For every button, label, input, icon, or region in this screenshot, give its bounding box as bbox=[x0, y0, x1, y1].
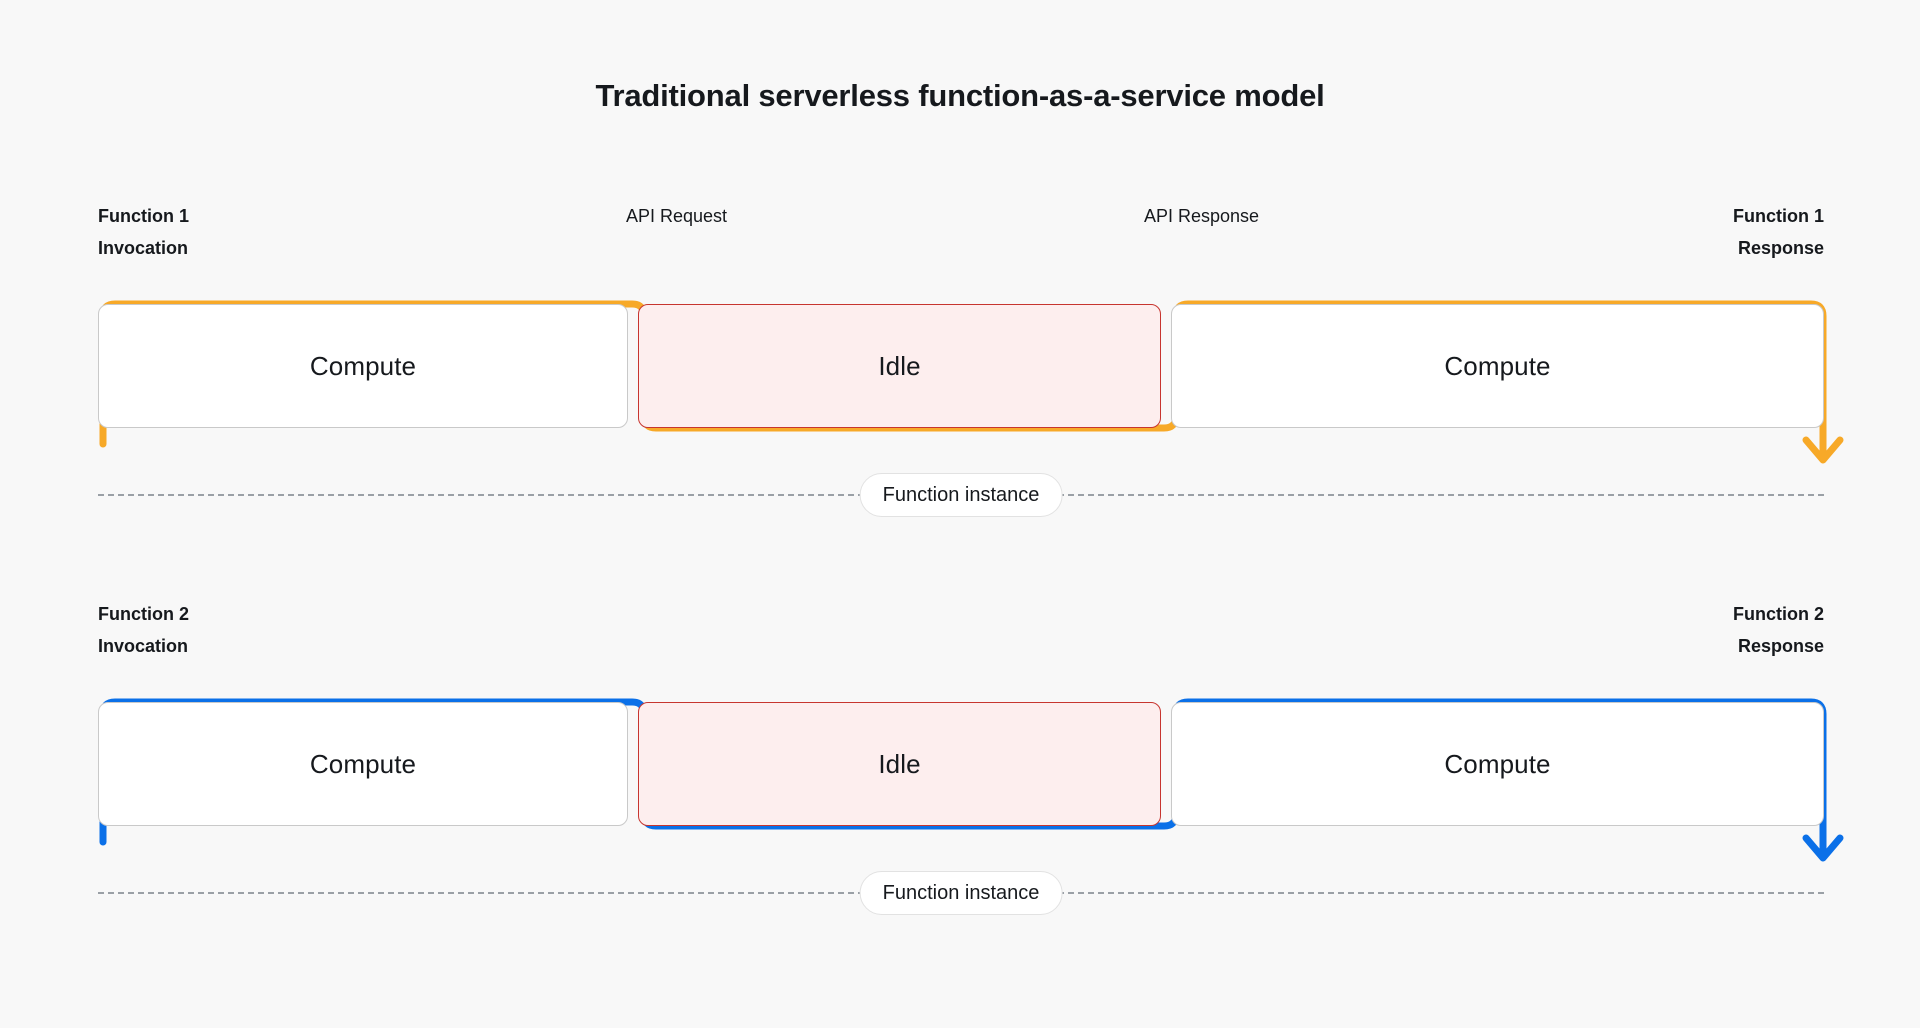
function-1-label-row: Function 1 Invocation API Request API Re… bbox=[98, 200, 1824, 258]
function-2-response-label: Function 2 Response bbox=[1733, 604, 1824, 656]
function-2-track: Compute Idle Compute bbox=[98, 698, 1844, 872]
function-2-segments: Compute Idle Compute bbox=[98, 702, 1824, 826]
function-1-compute-segment-1: Compute bbox=[98, 304, 628, 428]
function-2-invocation-label: Function 2 Invocation bbox=[98, 604, 189, 656]
function-1-track: Compute Idle Compute bbox=[98, 300, 1844, 474]
function-1-compute-segment-2: Compute bbox=[1171, 304, 1824, 428]
function-1-idle-segment: Idle bbox=[638, 304, 1161, 428]
function-1-instance-pill: Function instance bbox=[859, 473, 1063, 517]
function-1-invocation-label: Function 1 Invocation bbox=[98, 206, 189, 258]
page-title: Traditional serverless function-as-a-ser… bbox=[595, 78, 1325, 113]
function-2-instance-row: Function instance bbox=[98, 871, 1824, 915]
api-request-label: API Request bbox=[626, 206, 728, 226]
function-1-response-label: Function 1 Response bbox=[1733, 206, 1824, 258]
function-2-idle-segment: Idle bbox=[638, 702, 1161, 826]
function-2-compute-segment-1: Compute bbox=[98, 702, 628, 826]
function-2-label-row: Function 2 Invocation Function 2 Respons… bbox=[98, 598, 1824, 656]
function-2-instance-pill: Function instance bbox=[859, 871, 1063, 915]
function-2-compute-segment-2: Compute bbox=[1171, 702, 1824, 826]
function-1-instance-row: Function instance bbox=[98, 473, 1824, 517]
api-response-label: API Response bbox=[1144, 206, 1260, 226]
function-1-segments: Compute Idle Compute bbox=[98, 304, 1824, 428]
